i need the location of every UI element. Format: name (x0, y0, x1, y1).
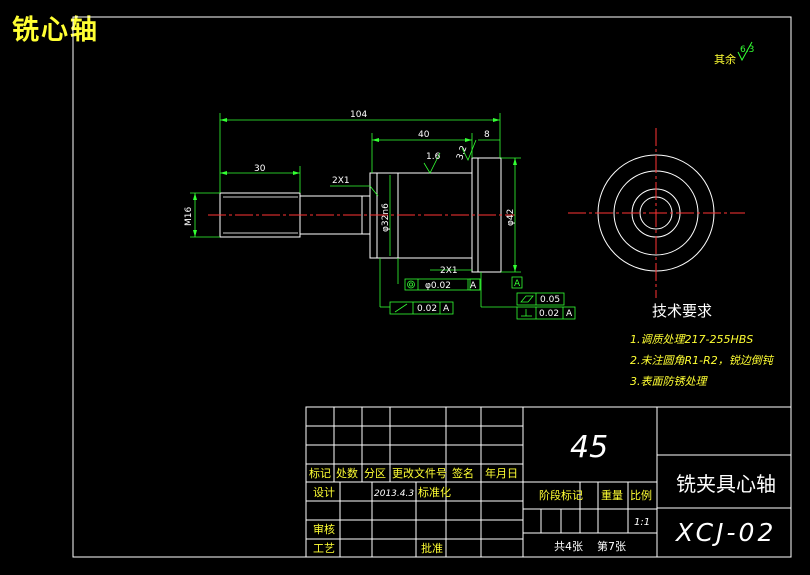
roughness-note: 其余 6.3 (714, 41, 754, 66)
dim-overall-length: 104 (350, 110, 367, 120)
dim-roughness-shaft: 1.6 (426, 152, 441, 162)
dimension-lines (190, 113, 521, 308)
dim-roughness-face: 3.2 (455, 144, 469, 161)
coaxiality-icon (407, 280, 415, 289)
tb-material: 45 (570, 430, 608, 465)
tb-sign: 签名 (452, 466, 474, 480)
dim-flange-length: 8 (484, 130, 490, 140)
dimension-arrows-icon (193, 118, 517, 272)
tb-part-name: 铣夹具心轴 (676, 472, 776, 496)
datum-label: A (514, 279, 521, 289)
tb-zone: 分区 (364, 467, 386, 480)
dim-head-length: 40 (418, 130, 430, 140)
runout-icon (394, 303, 408, 313)
tb-change-doc: 更改文件号 (392, 466, 447, 480)
dim-shaft-dia: φ32n6 (381, 203, 391, 232)
side-view-centerlines (568, 128, 745, 298)
dim-chamfer-left: 2X1 (332, 176, 350, 186)
tolerance-frames (389, 278, 576, 320)
roughness-prefix: 其余 (714, 52, 736, 66)
perpendicularity-value: 0.02 (539, 309, 559, 319)
tb-stage-mark: 阶段标记 (539, 488, 583, 502)
dimension-texts: 104 40 8 30 2X1 2X1 1.6 3.2 M16 φ32n6 φ4… (184, 110, 516, 276)
tb-date-col: 年月日 (485, 466, 518, 480)
tech-requirements: 技术要求 1.调质处理217-255HBS 2.未注圆角R1-R2，锐边倒钝 3… (630, 302, 775, 388)
tb-standardize: 标准化 (418, 485, 451, 499)
tb-weight: 重量 (601, 488, 623, 502)
tb-process: 工艺 (313, 542, 335, 555)
page-title: 铣心轴 (12, 15, 99, 46)
coaxiality-value: φ0.02 (425, 281, 451, 291)
runout-value: 0.02 (417, 304, 437, 314)
tb-scale: 1:1 (634, 517, 650, 528)
tb-sheets-total: 共4张 (554, 540, 583, 553)
tb-review: 审核 (313, 522, 335, 536)
tb-mark: 标记 (309, 466, 331, 480)
coaxiality-datum: A (470, 281, 477, 291)
tb-sheet-no: 第7张 (597, 539, 626, 553)
dim-thread-length: 30 (254, 164, 266, 174)
tech-item-1: 1.调质处理217-255HBS (630, 333, 753, 346)
tb-design: 设计 (313, 486, 335, 499)
title-block (305, 406, 792, 558)
tech-heading: 技术要求 (652, 302, 712, 320)
perpendicularity-datum: A (566, 309, 573, 319)
dim-thread-dia: M16 (184, 207, 194, 226)
tb-scale-label: 比例 (630, 488, 652, 502)
dim-flange-dia: φ42 (506, 209, 516, 226)
roughness-symbol-icon (737, 41, 753, 62)
runout-datum: A (443, 304, 450, 314)
tb-drawing-no: XCJ-02 (674, 518, 776, 547)
tech-item-3: 3.表面防锈处理 (630, 375, 708, 388)
flatness-icon (520, 295, 534, 303)
roughness-value: 6.3 (740, 45, 754, 55)
dim-chamfer-right: 2X1 (440, 266, 458, 276)
tb-design-date: 2013.4.3 (374, 489, 414, 499)
flatness-value: 0.05 (540, 295, 560, 305)
tb-count: 处数 (336, 467, 358, 480)
tech-item-2: 2.未注圆角R1-R2，锐边倒钝 (630, 354, 775, 367)
tb-approve: 批准 (421, 541, 443, 555)
